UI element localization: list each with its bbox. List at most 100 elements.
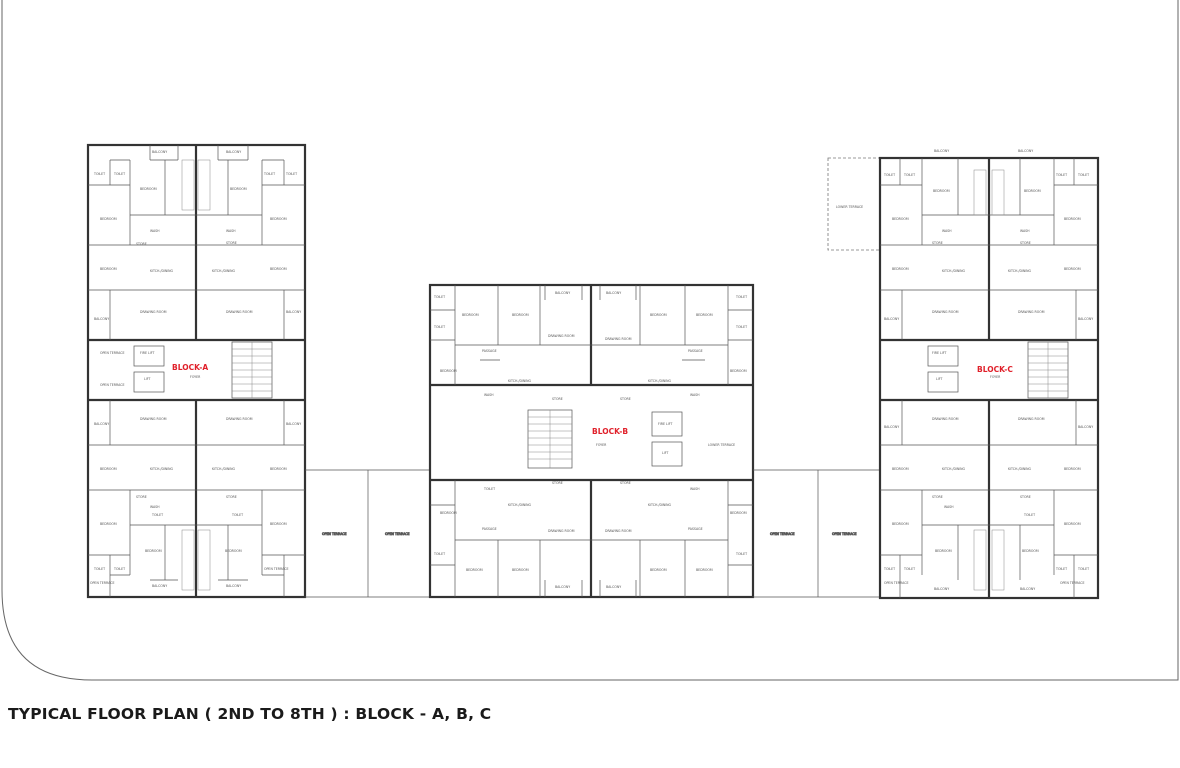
room-label: TOILET (1055, 567, 1067, 571)
room-label: STORE (136, 242, 147, 246)
plan-outline (827, 157, 881, 251)
room-label: BALCONY (94, 422, 109, 426)
room-label: TOILET (903, 173, 915, 177)
room-label: TOILET (1077, 173, 1089, 177)
plan-outline (973, 529, 987, 591)
room-label: FOYER (190, 375, 201, 379)
block-c-room-labels: BEDROOM BEDROOM BEDROOM BEDROOM BEDROOM … (883, 149, 1093, 591)
room-label: BEDROOM (933, 189, 950, 193)
room-label: BALCONY (555, 585, 570, 589)
terrace-ab: OPEN TERRACE OPEN TERRACE (305, 469, 430, 598)
room-label: STORE (552, 397, 563, 401)
room-label: TOILET (113, 172, 125, 176)
room-label: PASSAGE (688, 349, 703, 353)
room-label: TOILET (231, 513, 243, 517)
block-b-label: BLOCK-B (592, 427, 628, 436)
room-label: STORE (932, 241, 943, 245)
room-label: BEDROOM (225, 549, 242, 553)
room-label: WASH (484, 393, 494, 397)
room-label: BALCONY (286, 310, 301, 314)
room-label: PASSAGE (482, 527, 497, 531)
room-label: BEDROOM (270, 522, 287, 526)
room-label: BALCONY (94, 317, 109, 321)
room-label: BALCONY (934, 149, 949, 153)
wall-group (880, 158, 1098, 598)
room-label: BEDROOM (140, 187, 157, 191)
plan-outline (651, 441, 683, 467)
room-label: TOILET (883, 173, 895, 177)
room-label: DRAWING ROOM (548, 529, 575, 533)
room-label: BEDROOM (1064, 467, 1081, 471)
plan-outline (991, 529, 1005, 591)
wall-group (88, 145, 305, 340)
room-label: BEDROOM (230, 187, 247, 191)
room-label: BEDROOM (440, 369, 457, 373)
room-label: WASH (690, 393, 700, 397)
room-label: FOYER (596, 443, 607, 447)
room-label: WASH (690, 487, 700, 491)
room-label: FIRE LIFT (658, 422, 673, 426)
room-label: BALCONY (934, 587, 949, 591)
room-label: BEDROOM (730, 511, 747, 515)
room-label: KITCH./DINING (150, 269, 174, 273)
room-label: KITCH./DINING (212, 269, 236, 273)
room-label: DRAWING ROOM (140, 417, 167, 421)
room-label: TOILET (433, 295, 445, 299)
room-label: FOYER (990, 375, 1001, 379)
room-label: BEDROOM (270, 467, 287, 471)
room-label: DRAWING ROOM (605, 529, 632, 533)
room-label: BEDROOM (100, 267, 117, 271)
plan-outline (133, 345, 165, 367)
room-label: BEDROOM (440, 511, 457, 515)
room-label: OPEN TERRACE (770, 532, 794, 536)
room-label: WASH (150, 229, 160, 233)
room-label: KITCH./DINING (508, 379, 532, 383)
room-label: DRAWING ROOM (1018, 310, 1045, 314)
room-label: BALCONY (884, 425, 899, 429)
room-label: BEDROOM (270, 267, 287, 271)
room-label: BALCONY (226, 584, 241, 588)
room-label: BEDROOM (466, 568, 483, 572)
plan-outline (651, 411, 683, 437)
room-label: TOILET (735, 552, 747, 556)
room-label: BEDROOM (1064, 522, 1081, 526)
room-label: LIFT (144, 377, 150, 381)
room-label: KITCH./DINING (508, 503, 532, 507)
block-b-stair-treads (528, 410, 572, 468)
room-label: STORE (136, 495, 147, 499)
room-label: STORE (552, 481, 563, 485)
room-label: BEDROOM (650, 313, 667, 317)
room-label: TOILET (285, 172, 297, 176)
room-label: BEDROOM (730, 369, 747, 373)
room-label: BALCONY (1020, 587, 1035, 591)
room-label: LIFT (936, 377, 942, 381)
room-label: BEDROOM (696, 313, 713, 317)
room-label: BEDROOM (650, 568, 667, 572)
block-b: BLOCK-B BEDROOM BEDROOM BEDROOM BEDROOM … (428, 283, 755, 599)
room-label: DRAWING ROOM (1018, 417, 1045, 421)
block-c-stair-treads (1028, 342, 1068, 398)
room-label: TOILET (1077, 567, 1089, 571)
block-b-room-labels: BEDROOM BEDROOM BEDROOM BEDROOM BEDROOM … (433, 291, 747, 589)
room-label: OPEN TERRACE (832, 532, 856, 536)
wall-group (88, 400, 305, 597)
room-label: STORE (1020, 495, 1031, 499)
room-label: TOILET (263, 172, 275, 176)
room-label: DRAWING ROOM (932, 417, 959, 421)
room-label: KITCH./DINING (1008, 269, 1032, 273)
room-label: LIFT (662, 451, 668, 455)
room-label: KITCH./DINING (648, 503, 672, 507)
room-label: BEDROOM (512, 568, 529, 572)
room-label: KITCH./DINING (212, 467, 236, 471)
plan-outline (991, 169, 1005, 216)
room-label: BEDROOM (892, 217, 909, 221)
wall-group (430, 285, 753, 385)
room-label: STORE (226, 241, 237, 245)
room-label: BALCONY (226, 150, 241, 154)
room-label: KITCH./DINING (150, 467, 174, 471)
room-label: STORE (620, 397, 631, 401)
room-label: TOILET (735, 325, 747, 329)
room-label: TOILET (1023, 513, 1035, 517)
room-label: WASH (942, 229, 952, 233)
block-c-label: BLOCK-C (977, 365, 1013, 374)
